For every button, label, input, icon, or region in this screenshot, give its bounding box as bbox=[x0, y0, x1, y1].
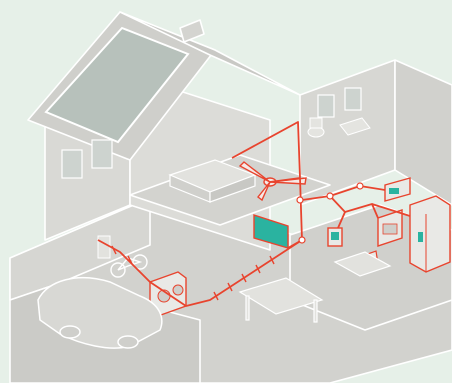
electric-panel-icon bbox=[97, 235, 111, 259]
ceiling-fan-icon bbox=[238, 161, 307, 202]
window bbox=[317, 94, 335, 118]
window bbox=[344, 87, 362, 111]
right-wing-side-wall bbox=[394, 59, 452, 206]
bicycle-icon bbox=[110, 254, 148, 278]
car-icon bbox=[37, 276, 163, 349]
oven-icon bbox=[377, 209, 403, 247]
window bbox=[91, 139, 113, 169]
thermostat-icon bbox=[327, 227, 343, 247]
dining-table-icon bbox=[238, 251, 392, 323]
refrigerator-icon bbox=[409, 195, 451, 273]
wire-nodes bbox=[296, 182, 364, 244]
roof-chimney bbox=[179, 19, 205, 43]
toilet-icon bbox=[307, 117, 325, 138]
sink-icon bbox=[339, 117, 371, 136]
wire-ticks bbox=[111, 245, 275, 301]
bed-icon bbox=[168, 159, 257, 203]
microwave-icon bbox=[384, 177, 411, 202]
garage-back-wall bbox=[9, 197, 151, 301]
window bbox=[61, 149, 83, 179]
solar-panel-icon bbox=[44, 26, 190, 144]
